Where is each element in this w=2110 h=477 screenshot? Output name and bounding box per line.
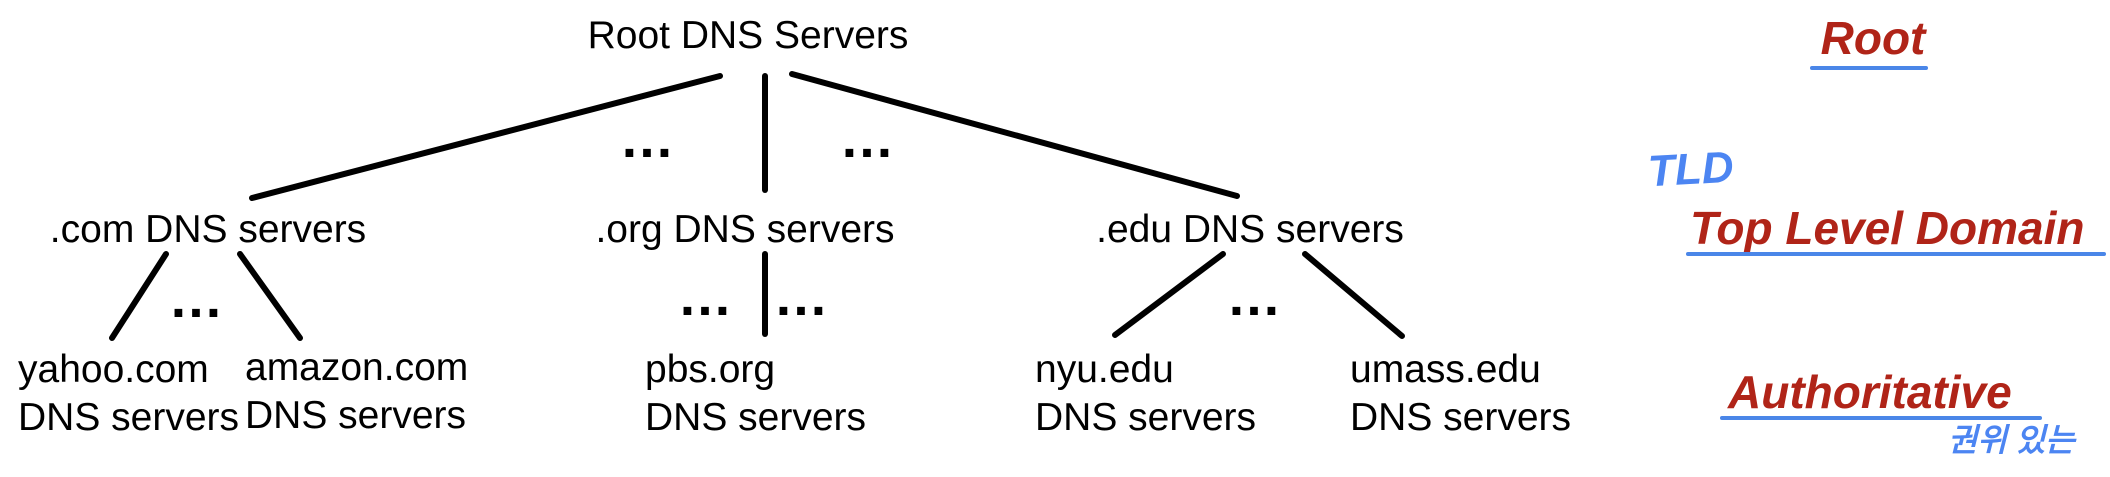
nyu-dns-servers-node: nyu.edu DNS servers — [1035, 346, 1256, 442]
ellipsis-root-left: … — [619, 107, 677, 169]
umass-dns-servers-node: umass.edu DNS servers — [1350, 346, 1571, 442]
edge-com-to-amazon — [237, 251, 303, 341]
node-label-line2: DNS servers — [1350, 396, 1572, 439]
top-level-domain-annotation: Top Level Domain — [1690, 202, 2085, 254]
ellipsis-edu-children: … — [1226, 265, 1284, 327]
root-annotation: Root — [1820, 12, 1926, 64]
amazon-dns-servers-node: amazon.com DNS servers — [245, 344, 468, 440]
org-dns-servers-node: .org DNS servers — [595, 208, 895, 251]
node-label-line1: amazon.com — [245, 346, 469, 389]
node-label-line2: DNS servers — [1035, 396, 1257, 439]
authoritative-underline — [1720, 416, 2042, 420]
authoritative-annotation: Authoritative — [1728, 366, 2012, 418]
edge-root-to-com — [249, 73, 723, 201]
top-level-domain-underline — [1686, 252, 2106, 256]
ellipsis-root-right: … — [839, 107, 897, 169]
root-annotation-underline — [1810, 66, 1928, 70]
edge-edu-to-umass — [1302, 251, 1405, 339]
authoritative-korean-handwritten-annotation: 권위 있는 — [1948, 422, 2075, 458]
tld-handwritten-annotation: TLD — [1646, 142, 1735, 197]
ellipsis-com-children: … — [168, 267, 226, 329]
node-label-line1: nyu.edu — [1035, 348, 1174, 391]
node-label-line1: yahoo.com — [18, 348, 209, 391]
node-label-line1: umass.edu — [1350, 348, 1541, 391]
ellipsis-org-left: … — [677, 265, 735, 327]
node-label-line1: pbs.org — [645, 348, 776, 391]
com-dns-servers-node: .com DNS servers — [49, 208, 367, 251]
pbs-dns-servers-node: pbs.org DNS servers — [645, 346, 866, 442]
node-label-line2: DNS servers — [645, 396, 867, 439]
root-dns-servers-node: Root DNS Servers — [587, 14, 909, 57]
node-label-line2: DNS servers — [245, 394, 467, 437]
ellipsis-org-right: … — [773, 265, 831, 327]
edge-root-to-edu — [789, 71, 1240, 199]
edge-com-to-yahoo — [109, 251, 169, 341]
yahoo-dns-servers-node: yahoo.com DNS servers — [18, 346, 239, 442]
edu-dns-servers-node: .edu DNS servers — [1096, 208, 1404, 251]
node-label-line2: DNS servers — [18, 396, 240, 439]
edge-edu-to-nyu — [1112, 251, 1226, 338]
